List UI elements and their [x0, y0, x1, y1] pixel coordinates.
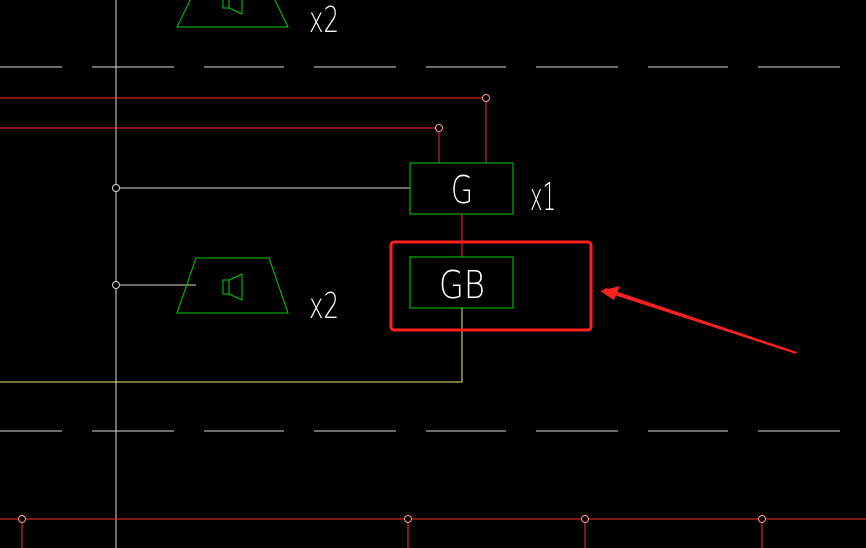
- arrow-icon: [600, 286, 797, 354]
- wire-node: [404, 515, 412, 523]
- speaker-mid-outline: [176, 257, 289, 314]
- speaker-mid-count: x2: [309, 286, 339, 327]
- speaker-top-count: x2: [309, 0, 339, 41]
- g-block-count: x1: [530, 175, 556, 219]
- red-wire-1: [0, 97, 487, 163]
- wire-node: [581, 515, 589, 523]
- wire-node: [482, 94, 490, 102]
- red-wire-2: [0, 127, 440, 163]
- speaker-top[interactable]: x2: [176, 0, 339, 41]
- wire-node: [112, 281, 120, 289]
- speaker-icon: [222, 0, 243, 15]
- speaker-top-outline: [176, 0, 289, 28]
- wire-node: [435, 124, 443, 132]
- gb-block-label: GB: [439, 263, 485, 307]
- yellow-wire-gb: [0, 308, 463, 383]
- speaker-mid[interactable]: x2: [176, 257, 339, 327]
- wire-node: [112, 184, 120, 192]
- highlight-box: [389, 240, 593, 332]
- wire-node: [18, 515, 26, 523]
- g-block-label: G: [451, 168, 473, 212]
- speaker-icon: [222, 273, 243, 301]
- wire-node: [758, 515, 766, 523]
